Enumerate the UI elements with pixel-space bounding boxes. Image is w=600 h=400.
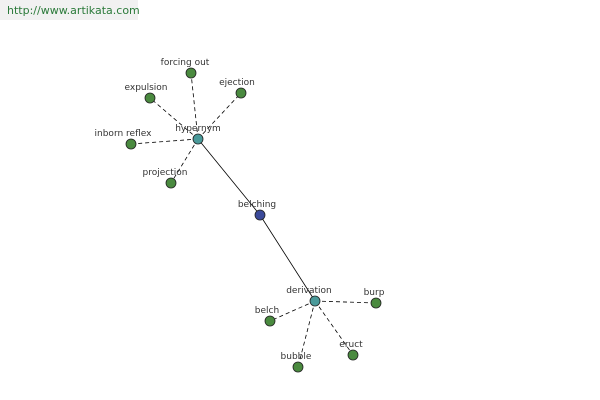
- node-eruct[interactable]: [347, 349, 359, 361]
- node-inborn-reflex[interactable]: [125, 138, 137, 150]
- edge-belching-hypernym: [197, 138, 261, 216]
- node-projection[interactable]: [165, 177, 177, 189]
- node-label-expulsion: expulsion: [124, 83, 167, 93]
- node-label-bubble: bubble: [281, 352, 312, 362]
- nodes: belching hypernym derivation forcing out…: [95, 58, 385, 373]
- node-label-belching: belching: [238, 200, 276, 210]
- edge-hypernym-projection: [170, 138, 199, 184]
- node-label-ejection: ejection: [219, 78, 255, 88]
- node-derivation[interactable]: [309, 295, 321, 307]
- node-label-derivation: derivation: [286, 286, 332, 296]
- edge-derivation-belch: [269, 300, 316, 322]
- node-label-belch: belch: [255, 306, 279, 316]
- node-label-burp: burp: [364, 288, 385, 298]
- edge-hypernym-inborn-reflex: [130, 138, 199, 145]
- node-label-hypernym: hypernym: [175, 124, 221, 134]
- node-label-eruct: eruct: [339, 340, 363, 350]
- edge-belching-derivation: [259, 214, 316, 302]
- node-forcing-out[interactable]: [185, 67, 197, 79]
- source-url-banner[interactable]: http://www.artikata.com: [0, 0, 140, 20]
- edge-derivation-burp: [314, 300, 377, 304]
- edge-hypernym-expulsion: [149, 97, 199, 140]
- edge-derivation-bubble: [297, 300, 316, 368]
- node-hypernym[interactable]: [192, 133, 204, 145]
- node-label-inborn-reflex: inborn reflex: [95, 129, 153, 139]
- edge-hypernym-ejection: [197, 92, 242, 140]
- node-belch[interactable]: [264, 315, 276, 327]
- node-expulsion[interactable]: [144, 92, 156, 104]
- edges: [130, 72, 377, 368]
- node-bubble[interactable]: [292, 361, 304, 373]
- node-ejection[interactable]: [235, 87, 247, 99]
- node-belching[interactable]: [254, 209, 266, 221]
- node-label-forcing-out: forcing out: [161, 58, 210, 68]
- node-burp[interactable]: [370, 297, 382, 309]
- node-label-projection: projection: [143, 168, 188, 178]
